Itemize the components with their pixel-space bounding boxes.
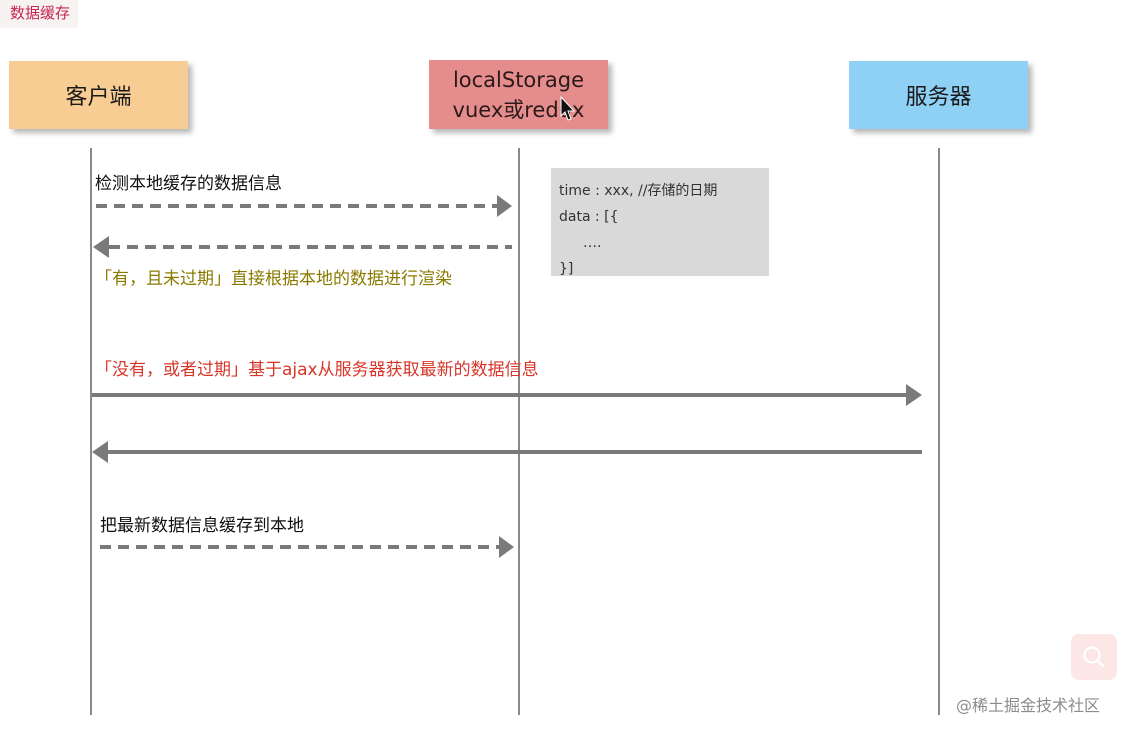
- arrow-fetch-ajax: [92, 384, 922, 406]
- watermark: @稀土掘金技术社区: [956, 696, 1101, 715]
- message-render-local: 「有，且未过期」直接根据本地的数据进行渲染: [95, 269, 452, 289]
- note-line-time: time : xxx, //存储的日期: [559, 183, 718, 199]
- actor-server-label: 服务器: [905, 85, 972, 110]
- message-check-cache: 检测本地缓存的数据信息: [95, 174, 282, 194]
- note-line-data: data : [{: [559, 209, 619, 225]
- client-lifeline: [90, 148, 92, 715]
- arrow-check-cache: [96, 195, 512, 217]
- message-save-local: 把最新数据信息缓存到本地: [100, 516, 304, 536]
- page-tag: 数据缓存: [0, 0, 79, 28]
- arrow-server-response: [92, 441, 922, 463]
- note-line-close: }]: [559, 261, 574, 277]
- arrow-save-local: [100, 536, 514, 558]
- actor-client: 客户端: [9, 61, 188, 129]
- search-button[interactable]: [1071, 634, 1117, 680]
- actor-server: 服务器: [849, 61, 1028, 129]
- mouse-cursor-icon: [560, 96, 576, 121]
- cache-format-note: time : xxx, //存储的日期 data : [{ …. }]: [551, 168, 769, 277]
- message-fetch-ajax: 「没有，或者过期」基于ajax从服务器获取最新的数据信息: [95, 360, 539, 380]
- actor-storage-label-1: localStorage: [452, 67, 585, 92]
- storage-lifeline: [518, 148, 520, 715]
- note-line-ellipsis: ….: [583, 235, 602, 251]
- search-icon: [1083, 646, 1105, 668]
- actor-client-label: 客户端: [65, 85, 132, 110]
- arrow-render-local: [93, 236, 512, 258]
- actor-storage: localStorage vuex或redux: [429, 60, 608, 129]
- server-lifeline: [938, 148, 940, 715]
